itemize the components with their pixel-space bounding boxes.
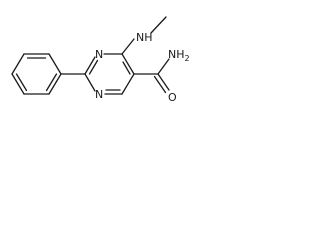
ring-nitrogen-3-label: N (95, 48, 103, 61)
amide-nitrogen-label: NH2 (168, 48, 190, 63)
phenyl-ring (11, 53, 62, 95)
carbonyl-oxygen-label: O (168, 91, 177, 104)
chemical-structure: NH N N NH2 O (11, 16, 190, 104)
amide-nh-text: NH (168, 48, 185, 61)
amide-subscript: 2 (185, 54, 190, 63)
methylamino-bonds (121, 16, 167, 55)
ring-nitrogen-1-label: N (95, 88, 103, 101)
pyrimidine-ring (84, 53, 135, 95)
amine-label: NH (136, 31, 153, 44)
carboxamide-bonds (133, 58, 170, 94)
